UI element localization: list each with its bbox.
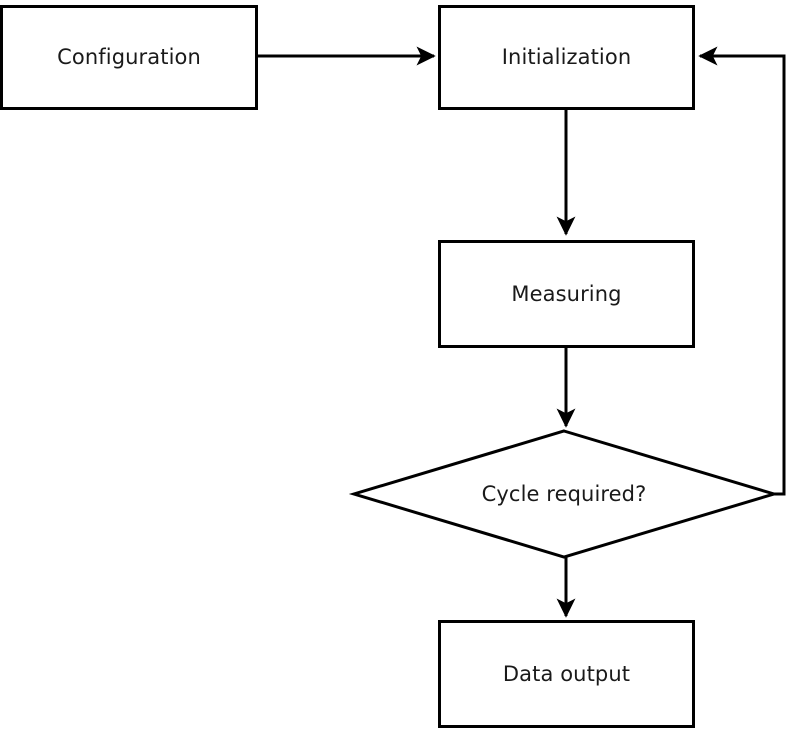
node-configuration-shape[interactable] <box>0 5 258 110</box>
node-cycle-required-shape[interactable] <box>348 429 780 559</box>
node-measuring-shape[interactable] <box>438 240 695 348</box>
edge-cycle-required-to-initialization <box>698 46 786 496</box>
node-initialization-shape[interactable] <box>438 5 695 110</box>
node-data-output-shape[interactable] <box>438 620 695 728</box>
